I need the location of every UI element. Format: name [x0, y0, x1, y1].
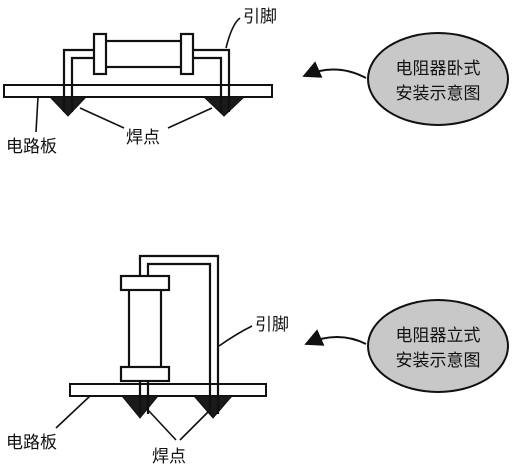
horizontal-solder-joint-left — [48, 96, 88, 117]
vertical-resistor-body — [127, 284, 163, 372]
vertical-lead-short — [138, 380, 150, 414]
vertical-lead-pointer — [218, 325, 253, 347]
vertical-caption-line1: 电阻器立式 — [396, 326, 481, 346]
horizontal-solder-label: 焊点 — [126, 128, 160, 148]
horizontal-caption-arrow — [302, 61, 367, 79]
vertical-caption-arrow — [304, 329, 367, 346]
horizontal-resistor-cap-right — [179, 32, 195, 76]
vertical-solder-pointers — [147, 409, 211, 441]
vertical-caption-line2: 安装示意图 — [396, 351, 481, 371]
horizontal-caption-bubble — [367, 32, 509, 126]
horizontal-lead-right — [190, 48, 231, 112]
horizontal-solder-pointers — [79, 107, 213, 129]
horizontal-lead-left — [62, 48, 98, 112]
vertical-solder-label: 焊点 — [152, 447, 186, 467]
horizontal-caption-line2: 安装示意图 — [396, 84, 481, 104]
horizontal-solder-joint-right — [202, 96, 246, 117]
horizontal-board-pointer — [35, 96, 39, 133]
horizontal-lead-pointer — [225, 17, 241, 49]
vertical-resistor-cap-top — [119, 274, 171, 292]
vertical-lead-label: 引脚 — [255, 315, 289, 335]
horizontal-circuit-board — [3, 84, 273, 98]
vertical-lead-long — [138, 254, 220, 414]
vertical-circuit-board — [69, 383, 267, 397]
vertical-solder-joint-right — [192, 395, 234, 419]
horizontal-mount-figure: 引脚 电路板 焊点 电阻器卧式 安装示意图 — [3, 7, 509, 157]
vertical-resistor-cap-bottom — [119, 365, 171, 383]
vertical-caption-bubble — [367, 299, 509, 393]
horizontal-resistor-body — [102, 39, 184, 69]
horizontal-resistor-cap-left — [92, 32, 108, 76]
horizontal-caption-line1: 电阻器卧式 — [396, 59, 481, 79]
horizontal-board-label: 电路板 — [6, 137, 57, 157]
vertical-mount-figure: 引脚 电路板 焊点 电阻器立式 安装示意图 — [6, 254, 509, 467]
vertical-board-pointer — [55, 395, 91, 429]
horizontal-lead-label: 引脚 — [243, 7, 277, 27]
vertical-board-label: 电路板 — [6, 433, 57, 453]
